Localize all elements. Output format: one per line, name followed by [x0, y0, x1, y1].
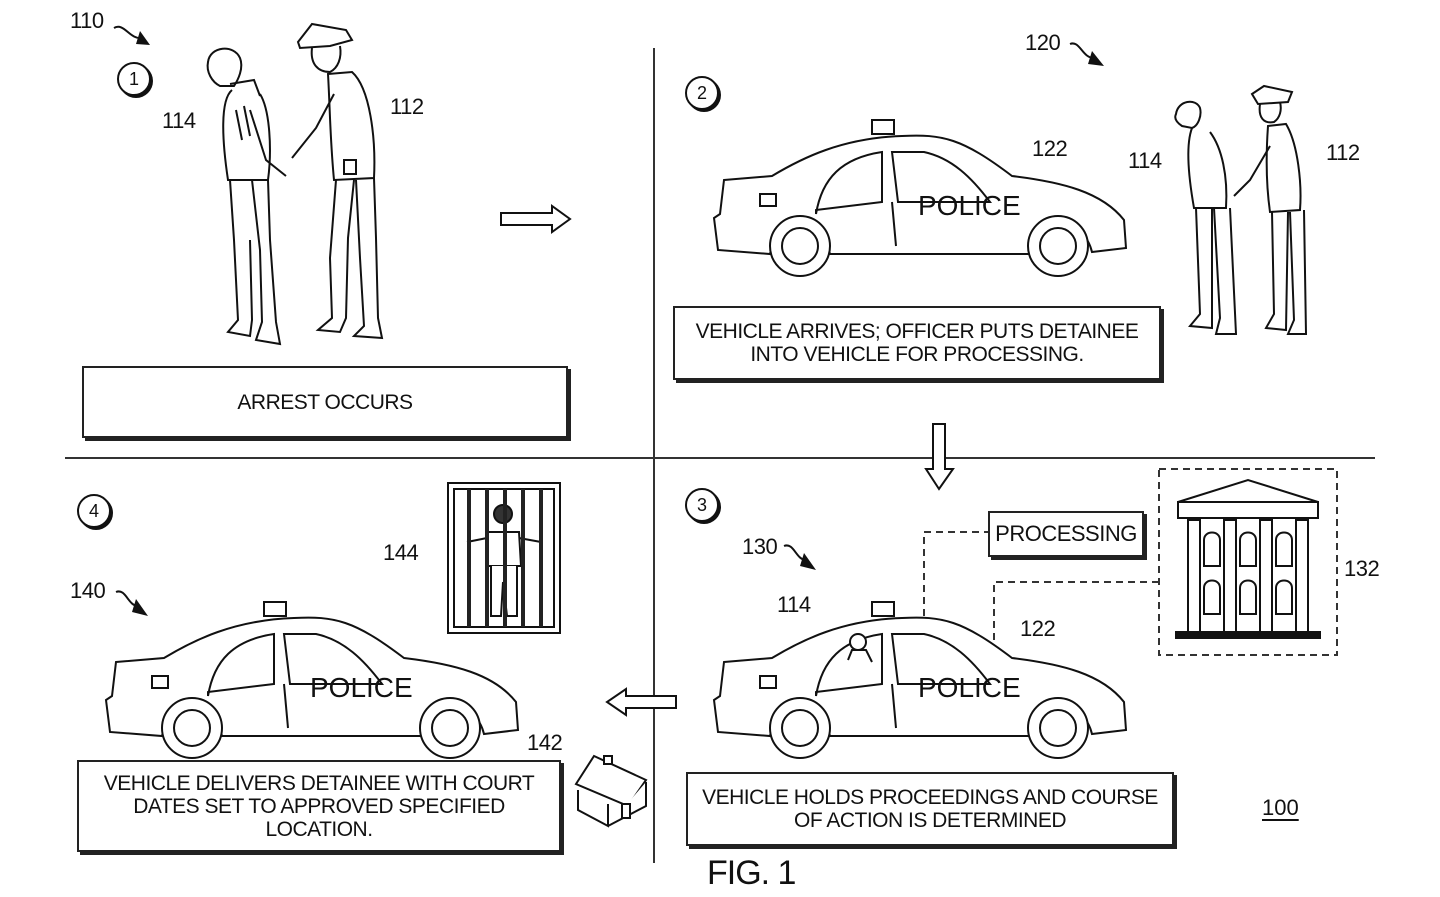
step-badge-1: 1 — [117, 62, 151, 96]
police-car-icon: POLICE — [104, 601, 520, 759]
house-icon — [574, 754, 648, 828]
label-112: 112 — [1326, 140, 1360, 165]
officer-figure-icon — [291, 22, 384, 340]
ref-arrow-icon — [1069, 42, 1104, 66]
flow-arrow-right-icon — [500, 204, 572, 234]
label-114: 114 — [162, 108, 196, 133]
ref-arrow-icon — [783, 544, 816, 570]
figure-reference-number: 100 — [1262, 795, 1299, 820]
dashed-connectors — [923, 531, 1160, 640]
ref-140: 140 — [70, 578, 106, 603]
ref-130: 130 — [742, 534, 778, 559]
processing-box: PROCESSING — [988, 511, 1144, 557]
ref-arrow-icon — [115, 590, 148, 616]
officer-detainee-figures-icon — [1174, 84, 1308, 335]
horizontal-divider — [65, 457, 1375, 459]
ref-120: 120 — [1025, 30, 1061, 55]
label-122: 122 — [1032, 136, 1068, 161]
caption-line: VEHICLE DELIVERS DETAINEE WITH COURT — [103, 771, 535, 795]
police-car-with-detainee-icon: POLICE — [712, 601, 1128, 759]
label-122: 122 — [1020, 616, 1056, 641]
police-car-icon: POLICE — [712, 119, 1128, 277]
label-114: 114 — [1128, 148, 1162, 173]
car-police-text: POLICE — [918, 672, 1021, 703]
step-badge-4: 4 — [77, 494, 111, 528]
caption-line: VEHICLE ARRIVES; OFFICER PUTS DETAINEE — [695, 320, 1139, 343]
vertical-divider — [653, 48, 655, 863]
flow-arrow-left-icon — [605, 687, 677, 717]
label-144: 144 — [383, 540, 419, 565]
detainee-figure-icon — [206, 47, 287, 346]
caption-line: DATES SET TO APPROVED SPECIFIED LOCATION… — [133, 794, 505, 841]
ref-arrow-icon — [113, 25, 150, 45]
caption-line: INTO VEHICLE FOR PROCESSING. — [750, 343, 1084, 366]
label-112: 112 — [390, 94, 424, 119]
label-142: 142 — [527, 730, 563, 755]
ref-110: 110 — [70, 8, 104, 33]
caption-vehicle-arrives: VEHICLE ARRIVES; OFFICER PUTS DETAINEE I… — [673, 306, 1161, 380]
car-police-text: POLICE — [310, 672, 413, 703]
caption-arrest-occurs: ARREST OCCURS — [82, 366, 568, 438]
courthouse-icon — [1158, 468, 1338, 656]
label-132: 132 — [1344, 556, 1380, 581]
figure-title: FIG. 1 — [707, 854, 796, 892]
step-badge-3: 3 — [685, 488, 719, 522]
step-badge-2: 2 — [685, 76, 719, 110]
jail-cell-icon — [447, 482, 561, 634]
car-police-text: POLICE — [918, 190, 1021, 221]
caption-vehicle-holds-proceedings: VEHICLE HOLDS PROCEEDINGS AND COURSE OF … — [686, 772, 1174, 846]
flow-arrow-down-icon — [924, 423, 955, 491]
caption-line: ARREST OCCURS — [237, 390, 413, 414]
label-114: 114 — [777, 592, 811, 617]
caption-line: OF ACTION IS DETERMINED — [793, 809, 1067, 832]
caption-line: VEHICLE HOLDS PROCEEDINGS AND COURSE — [702, 786, 1158, 809]
caption-vehicle-delivers: VEHICLE DELIVERS DETAINEE WITH COURT DAT… — [77, 760, 561, 852]
